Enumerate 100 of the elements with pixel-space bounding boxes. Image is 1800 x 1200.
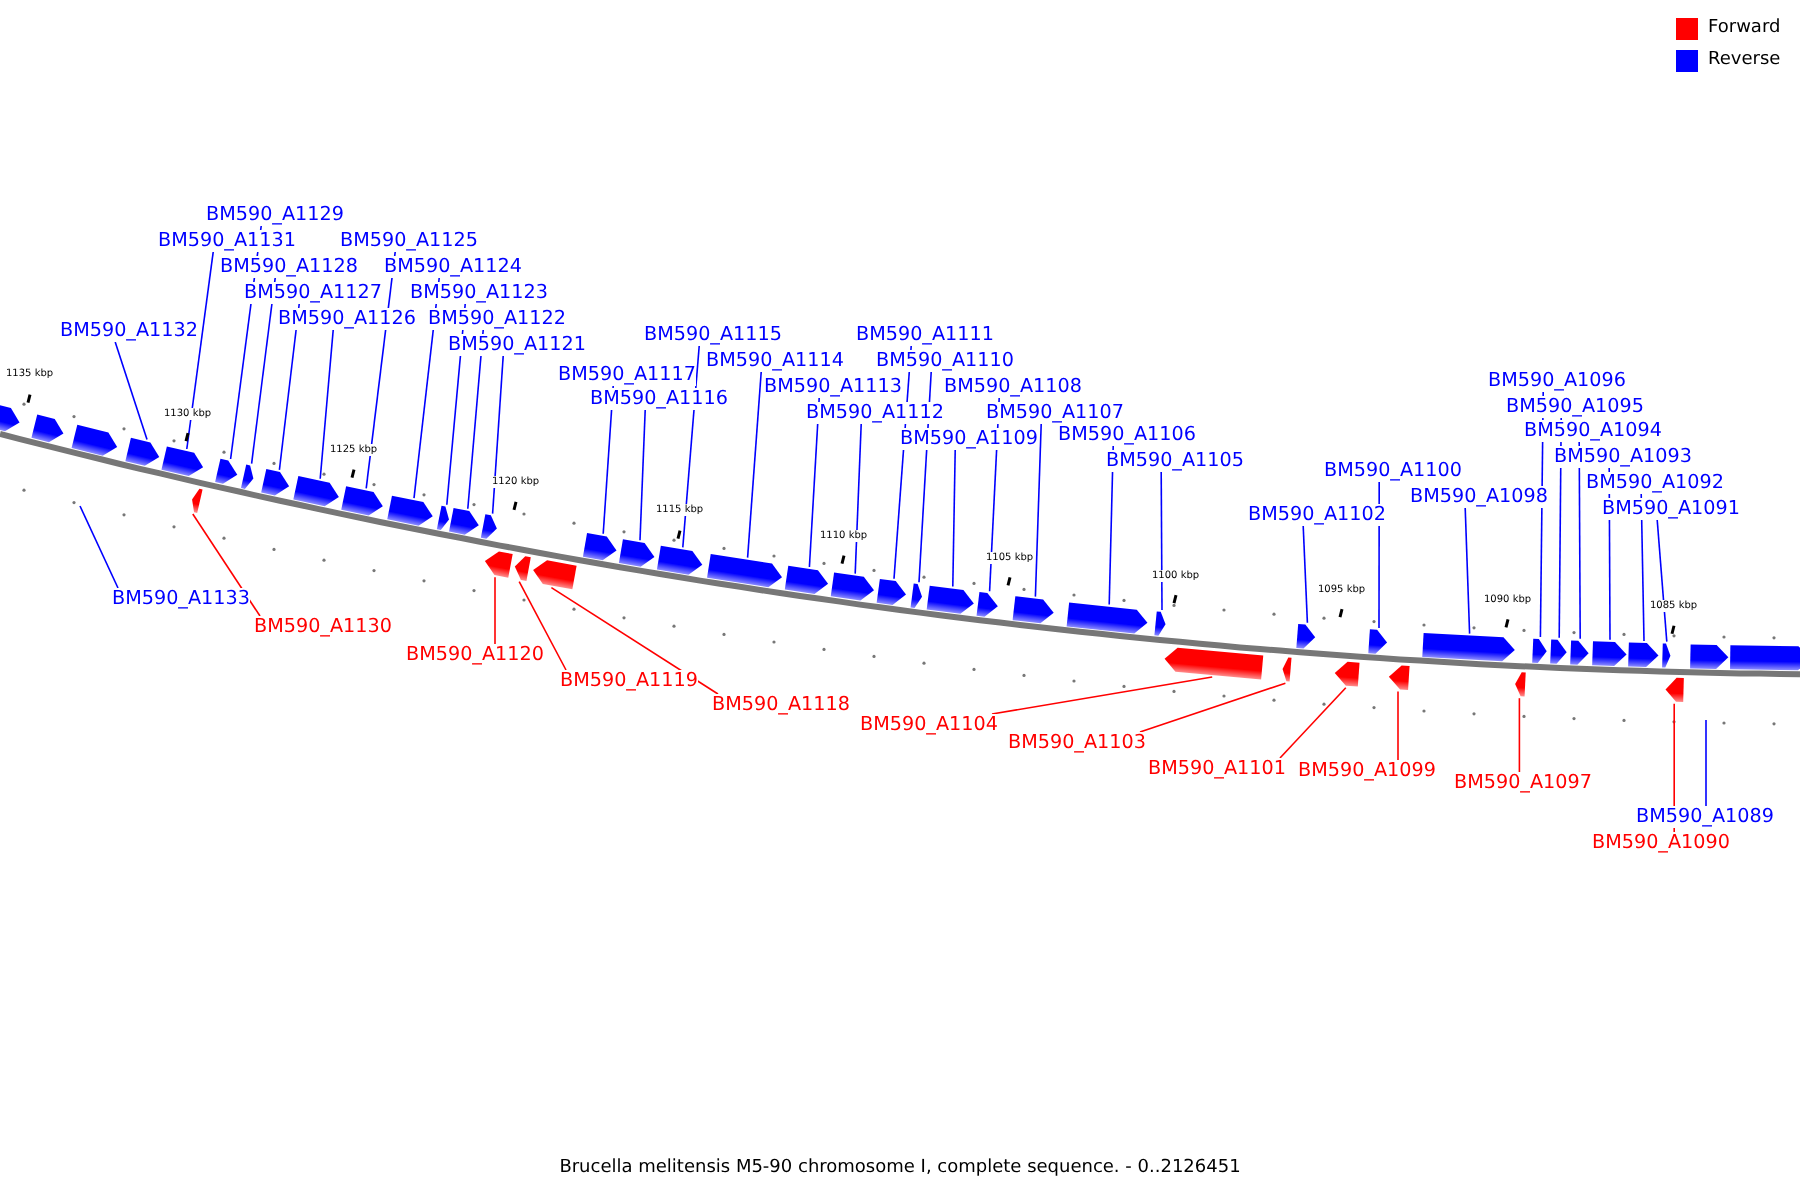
gene-block <box>215 458 238 484</box>
gene-block <box>876 579 906 605</box>
gene-block <box>1164 647 1264 680</box>
gene-block <box>125 437 160 466</box>
gene-label: BM590_A1119 <box>560 670 698 692</box>
gene-label: BM590_A1120 <box>406 644 544 666</box>
gene-label: BM590_A1133 <box>112 588 250 610</box>
gene-block <box>1690 644 1729 669</box>
gene-block <box>1532 638 1547 663</box>
leader-line <box>1656 519 1668 643</box>
caption: Brucella melitensis M5-90 chromosome I, complete sequence. - 0..2126451 <box>559 1158 1241 1178</box>
gene-block <box>261 469 290 496</box>
gene-block <box>71 424 118 456</box>
leader-line <box>854 423 862 575</box>
gene-block <box>1730 645 1800 671</box>
gene-label: BM590_A1108 <box>944 376 1082 398</box>
gene-label: BM590_A1091 <box>1602 498 1740 520</box>
gene-block <box>1592 641 1627 666</box>
gene-label: BM590_A1121 <box>448 334 586 356</box>
leader-line <box>991 676 1213 715</box>
leader-line <box>1279 687 1347 759</box>
gene-block <box>1422 632 1515 662</box>
leader-line <box>494 576 496 645</box>
gene-label: BM590_A1117 <box>558 364 696 386</box>
gene-label: BM590_A1089 <box>1636 806 1774 828</box>
gene-label: BM590_A1095 <box>1506 396 1644 418</box>
gene-label: BM590_A1093 <box>1554 446 1692 468</box>
leader-line <box>746 371 762 559</box>
gene-label: BM590_A1106 <box>1058 424 1196 446</box>
gene-block <box>1388 665 1410 690</box>
gene-label: BM590_A1130 <box>254 616 392 638</box>
gene-label: BM590_A1096 <box>1488 370 1626 392</box>
legend-label: Forward <box>1708 18 1781 40</box>
gene-block <box>1282 657 1292 682</box>
gene-block <box>656 545 703 575</box>
gene-label: BM590_A1090 <box>1592 832 1730 854</box>
gene-block <box>192 488 203 513</box>
gene-label: BM590_A1111 <box>856 324 994 346</box>
gene-block <box>784 565 829 594</box>
gene-block <box>1154 611 1166 636</box>
gene-label: BM590_A1103 <box>1008 732 1146 754</box>
leader-line <box>1160 471 1163 611</box>
gene-label: BM590_A1104 <box>860 714 998 736</box>
gene-label: BM590_A1116 <box>590 388 728 410</box>
gene-label: BM590_A1101 <box>1148 758 1286 780</box>
gene-label: BM590_A1128 <box>220 256 358 278</box>
legend-label: Reverse <box>1708 50 1781 72</box>
gene-label: BM590_A1110 <box>876 350 1014 372</box>
gene-block <box>618 539 655 567</box>
leader-line <box>319 329 334 480</box>
gene-label: BM590_A1102 <box>1248 504 1386 526</box>
gene-block <box>582 533 617 561</box>
gene-label: BM590_A1132 <box>60 320 198 342</box>
gene-block <box>480 514 497 539</box>
leader-line <box>1302 525 1309 624</box>
gene-label: BM590_A1109 <box>900 428 1038 450</box>
leader-line <box>192 513 261 617</box>
gene-block <box>1515 672 1526 697</box>
leader-line <box>467 329 484 510</box>
gene-label: BM590_A1123 <box>410 282 548 304</box>
gene-label: BM590_A1092 <box>1586 472 1724 494</box>
gene-block <box>161 446 204 477</box>
gene-label: BM590_A1098 <box>1410 486 1548 508</box>
gene-label: BM590_A1131 <box>158 230 296 252</box>
gene-label: BM590_A1107 <box>986 402 1124 424</box>
gene-label: BM590_A1105 <box>1106 450 1244 472</box>
leader-line <box>491 355 504 515</box>
gene-label: BM590_A1097 <box>1454 772 1592 794</box>
gene-block <box>241 464 254 489</box>
gene-label: BM590_A1118 <box>712 694 850 716</box>
leader-line <box>1705 719 1707 807</box>
leader-line <box>250 277 276 465</box>
leader-line <box>1397 690 1399 761</box>
gene-block <box>293 476 339 507</box>
gene-block <box>1296 624 1316 649</box>
gene-block <box>830 572 874 601</box>
gene-label: BM590_A1115 <box>644 324 782 346</box>
gene-block <box>341 486 383 516</box>
gene-block <box>31 414 64 443</box>
gene-block <box>1012 596 1054 624</box>
gene-label: BM590_A1127 <box>244 282 382 304</box>
leader-line <box>114 341 148 441</box>
gene-label: BM590_A1114 <box>706 350 844 372</box>
gene-block <box>707 554 782 588</box>
gene-block <box>1066 602 1148 634</box>
gene-block <box>1334 661 1360 687</box>
gene-block <box>1550 639 1567 664</box>
leader-line <box>1518 697 1521 773</box>
gene-block <box>0 404 20 432</box>
gene-label: BM590_A1094 <box>1524 420 1662 442</box>
leader-line <box>1464 507 1471 635</box>
gene-label: BM590_A1112 <box>806 402 944 424</box>
leader-line <box>808 397 820 568</box>
gene-label: BM590_A1100 <box>1324 460 1462 482</box>
gene-block <box>1570 640 1589 665</box>
gene-block <box>484 551 513 578</box>
leader-line <box>518 580 567 671</box>
gene-label: BM590_A1113 <box>764 376 902 398</box>
leader-line <box>1034 423 1042 598</box>
leader-line <box>952 449 956 588</box>
